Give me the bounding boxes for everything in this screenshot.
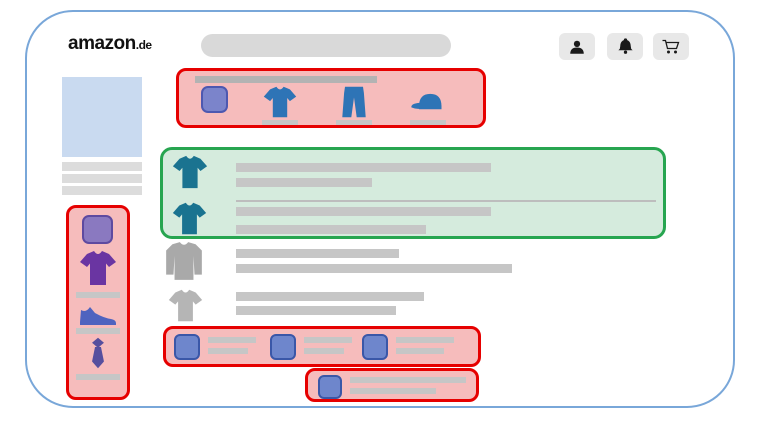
tshirt-icon: [171, 200, 208, 237]
product-thumbnail: [362, 334, 388, 360]
menu-bar-placeholder: [195, 76, 377, 83]
title-placeholder: [396, 337, 454, 343]
filter-item-featured[interactable]: [82, 215, 113, 244]
text-line-placeholder: [350, 388, 436, 394]
tshirt-icon: [262, 84, 298, 120]
longsleeve-icon: [163, 240, 205, 282]
search-input[interactable]: [201, 34, 451, 57]
amazon-logo[interactable]: amazon.de: [68, 33, 152, 55]
product-card[interactable]: [268, 332, 360, 364]
category-nav-highlight: [176, 68, 486, 128]
text-line-placeholder: [62, 186, 142, 195]
brand-text: amazon: [68, 33, 136, 54]
category-item-shirts[interactable]: [262, 84, 298, 120]
footer-product-highlight: [305, 368, 479, 402]
product-card[interactable]: [172, 332, 264, 364]
text-line-placeholder: [236, 178, 372, 187]
cart-icon: [661, 37, 681, 57]
result-row[interactable]: [166, 152, 662, 196]
title-placeholder: [304, 337, 352, 343]
text-line-placeholder: [304, 348, 344, 354]
text-line-placeholder: [262, 120, 298, 125]
product-thumbnail: [318, 375, 342, 399]
brand-tld: .de: [135, 38, 152, 52]
related-products-highlight: [163, 326, 481, 367]
result-row[interactable]: [166, 200, 662, 236]
shoe-icon: [78, 302, 118, 326]
results-highlight: [160, 147, 666, 239]
tshirt-icon: [167, 287, 204, 324]
cap-icon: [410, 84, 446, 120]
user-icon: [568, 38, 586, 56]
text-line-placeholder: [336, 120, 372, 125]
account-button[interactable]: [559, 33, 595, 60]
tshirt-icon: [171, 153, 209, 191]
title-placeholder: [236, 207, 491, 216]
divider-line: [236, 200, 656, 202]
filter-item-shoes[interactable]: [78, 302, 118, 326]
category-item-featured[interactable]: [201, 86, 228, 113]
text-line-placeholder: [76, 292, 120, 298]
cart-button[interactable]: [653, 33, 689, 60]
tie-icon: [81, 336, 115, 370]
jeans-icon: [336, 84, 372, 120]
category-item-caps[interactable]: [410, 84, 446, 120]
page-container: [25, 10, 735, 408]
bell-icon: [616, 37, 635, 56]
text-line-placeholder: [76, 374, 120, 380]
product-thumbnail: [270, 334, 296, 360]
product-card[interactable]: [316, 373, 476, 401]
filter-item-ties[interactable]: [81, 336, 115, 370]
text-line-placeholder: [62, 174, 142, 183]
sidebar-filter-highlight: [66, 205, 130, 400]
result-row[interactable]: [160, 240, 516, 282]
title-placeholder: [236, 163, 491, 172]
category-item-pants[interactable]: [336, 84, 372, 120]
title-placeholder: [350, 377, 466, 383]
result-row[interactable]: [160, 286, 440, 324]
product-card[interactable]: [360, 332, 470, 364]
text-line-placeholder: [236, 225, 426, 234]
title-placeholder: [208, 337, 256, 343]
text-line-placeholder: [62, 162, 142, 171]
tshirt-icon: [78, 248, 118, 288]
product-image-placeholder: [62, 77, 142, 157]
text-line-placeholder: [396, 348, 444, 354]
title-placeholder: [236, 292, 424, 301]
notifications-button[interactable]: [607, 33, 643, 60]
text-line-placeholder: [236, 264, 512, 273]
text-line-placeholder: [76, 328, 120, 334]
text-line-placeholder: [410, 120, 446, 125]
product-thumbnail: [174, 334, 200, 360]
title-placeholder: [236, 249, 399, 258]
filter-item-shirts[interactable]: [78, 248, 118, 288]
text-line-placeholder: [236, 306, 396, 315]
text-line-placeholder: [208, 348, 248, 354]
